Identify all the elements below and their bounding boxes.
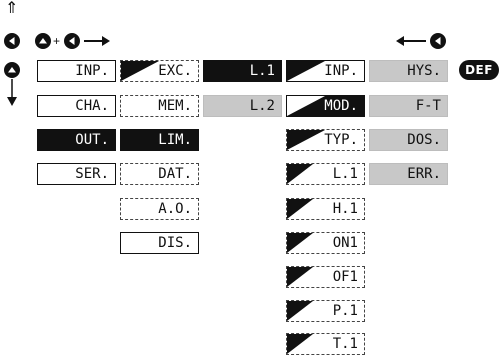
down-arrow-icon bbox=[7, 79, 17, 106]
menu-item-h1[interactable]: H.1 bbox=[286, 198, 365, 220]
menu-item-of1[interactable]: OF1 bbox=[286, 266, 365, 288]
menu-item-l1[interactable]: L.1 bbox=[203, 60, 282, 82]
menu-item-mod[interactable]: MOD. bbox=[286, 95, 365, 117]
triangle-marker-icon bbox=[287, 130, 325, 150]
menu-item-l2[interactable]: L.2 bbox=[203, 95, 282, 117]
menu-item-exc[interactable]: EXC. bbox=[120, 60, 199, 82]
double-up-arrow-icon: ⇑ bbox=[5, 0, 19, 17]
plus-sign: + bbox=[53, 34, 61, 48]
menu-item-ser[interactable]: SER. bbox=[37, 163, 116, 185]
menu-item-typ[interactable]: TYP. bbox=[286, 129, 365, 151]
triangle-marker-icon bbox=[121, 61, 159, 81]
menu-item-p1[interactable]: P.1 bbox=[286, 300, 365, 322]
left-button-icon[interactable] bbox=[64, 33, 80, 49]
right-arrow-icon bbox=[84, 36, 110, 46]
menu-item-hys[interactable]: HYS. bbox=[369, 60, 448, 82]
menu-item-on1[interactable]: ON1 bbox=[286, 232, 365, 254]
menu-item-out[interactable]: OUT. bbox=[37, 129, 116, 151]
menu-item-t1[interactable]: T.1 bbox=[286, 333, 365, 355]
triangle-marker-icon bbox=[287, 164, 313, 184]
up-button-icon[interactable] bbox=[35, 33, 51, 49]
triangle-marker-icon bbox=[287, 233, 313, 253]
left-arrow-icon bbox=[396, 36, 426, 46]
menu-item-cha[interactable]: CHA. bbox=[37, 95, 116, 117]
menu-item-f-t[interactable]: F-T bbox=[369, 95, 448, 117]
menu-item-dos[interactable]: DOS. bbox=[369, 129, 448, 151]
menu-item-inp[interactable]: INP. bbox=[37, 60, 116, 82]
triangle-marker-icon bbox=[287, 199, 313, 219]
left-button-icon[interactable] bbox=[4, 33, 20, 49]
menu-item-mem[interactable]: MEM. bbox=[120, 95, 199, 117]
left-button-icon[interactable] bbox=[430, 33, 446, 49]
triangle-marker-icon bbox=[287, 96, 325, 116]
up-button-icon[interactable] bbox=[4, 62, 20, 78]
menu-item-dat[interactable]: DAT. bbox=[120, 163, 199, 185]
triangle-marker-icon bbox=[287, 301, 313, 321]
menu-item-dis[interactable]: DIS. bbox=[120, 232, 199, 254]
menu-item-lim[interactable]: LIM. bbox=[120, 129, 199, 151]
triangle-marker-icon bbox=[287, 61, 325, 81]
menu-item-inp-sub[interactable]: INP. bbox=[286, 60, 365, 82]
triangle-marker-icon bbox=[287, 334, 313, 354]
triangle-marker-icon bbox=[287, 267, 313, 287]
menu-item-ao[interactable]: A.O. bbox=[120, 198, 199, 220]
menu-item-l1-sub[interactable]: L.1 bbox=[286, 163, 365, 185]
def-badge[interactable]: DEF bbox=[459, 60, 499, 80]
menu-item-err[interactable]: ERR. bbox=[369, 163, 448, 185]
